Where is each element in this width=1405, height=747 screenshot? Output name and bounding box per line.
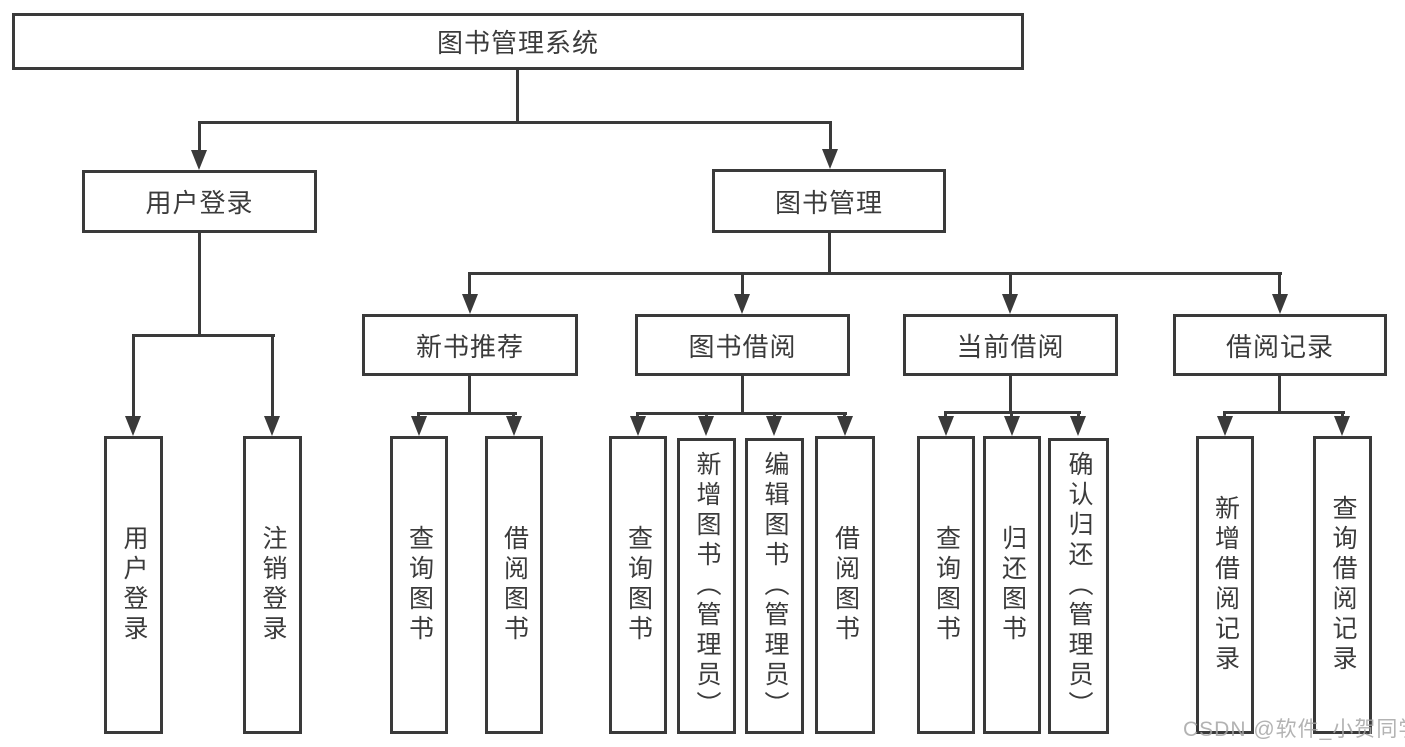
leaf-logout: 注销登录 [243, 436, 302, 734]
connector-line [1009, 272, 1012, 296]
arrowhead-down [938, 416, 954, 436]
leaf-confirm-return-admin: 确认归还（管理员） [1048, 438, 1109, 734]
connector-line [636, 412, 847, 415]
arrowhead-down [191, 150, 207, 170]
arrowhead-down [766, 416, 782, 436]
node-book-borrowing: 图书借阅 [635, 314, 850, 376]
connector-line [1223, 411, 1226, 420]
connector-line [1077, 411, 1080, 420]
csdn-watermark: CSDN @软件_小贺同学 [1183, 718, 1405, 741]
arrowhead-down [1004, 416, 1020, 436]
leaf-edit-books-admin: 编辑图书（管理员） [745, 438, 804, 734]
connector-line [417, 412, 517, 415]
arrowhead-down [264, 416, 280, 436]
leaf-add-books-admin: 新增图书（管理员） [677, 438, 736, 734]
leaf-query-books-borrowing: 查询图书 [609, 436, 667, 734]
connector-line [468, 272, 471, 296]
node-book-management: 图书管理 [712, 169, 946, 233]
leaf-add-borrow-record: 新增借阅记录 [1196, 436, 1254, 734]
arrowhead-down [1070, 416, 1086, 436]
arrowhead-down [1002, 294, 1018, 314]
connector-line [1278, 376, 1281, 414]
connector-line [271, 334, 274, 418]
node-borrowing-records: 借阅记录 [1173, 314, 1387, 376]
connector-line [468, 376, 471, 415]
arrowhead-down [125, 416, 141, 436]
connector-line [828, 233, 831, 275]
leaf-query-books-recommend: 查询图书 [390, 436, 448, 734]
leaf-query-books-current: 查询图书 [917, 436, 975, 734]
connector-line [944, 411, 947, 420]
connector-line [1341, 411, 1344, 420]
connector-line [829, 121, 832, 154]
arrowhead-down [630, 416, 646, 436]
connector-line [516, 70, 519, 124]
arrowhead-down [837, 416, 853, 436]
arrowhead-down [462, 294, 478, 314]
connector-line [1278, 272, 1281, 296]
connector-line [469, 272, 1282, 275]
arrowhead-down [506, 416, 522, 436]
connector-line [1009, 376, 1012, 414]
arrowhead-down [1272, 294, 1288, 314]
connector-line [132, 334, 135, 418]
connector-line [132, 334, 275, 337]
leaf-return-books: 归还图书 [983, 436, 1041, 734]
connector-line [198, 121, 832, 124]
arrowhead-down [1217, 416, 1233, 436]
leaf-query-borrow-record: 查询借阅记录 [1313, 436, 1372, 734]
node-root-library-system: 图书管理系统 [12, 13, 1024, 70]
arrowhead-down [411, 416, 427, 436]
leaf-borrow-books-recommend: 借阅图书 [485, 436, 543, 734]
arrowhead-down [698, 416, 714, 436]
connector-line [741, 272, 744, 296]
arrowhead-down [734, 294, 750, 314]
connector-line [741, 376, 744, 415]
connector-line [198, 121, 201, 154]
node-user-login: 用户登录 [82, 170, 317, 233]
node-current-borrowing: 当前借阅 [903, 314, 1118, 376]
arrowhead-down [822, 149, 838, 169]
connector-line [198, 233, 201, 337]
arrowhead-down [1334, 416, 1350, 436]
leaf-borrow-books: 借阅图书 [815, 436, 875, 734]
connector-line [1223, 411, 1345, 414]
connector-line [1010, 411, 1013, 420]
leaf-user-login: 用户登录 [104, 436, 163, 734]
node-new-book-recommend: 新书推荐 [362, 314, 578, 376]
